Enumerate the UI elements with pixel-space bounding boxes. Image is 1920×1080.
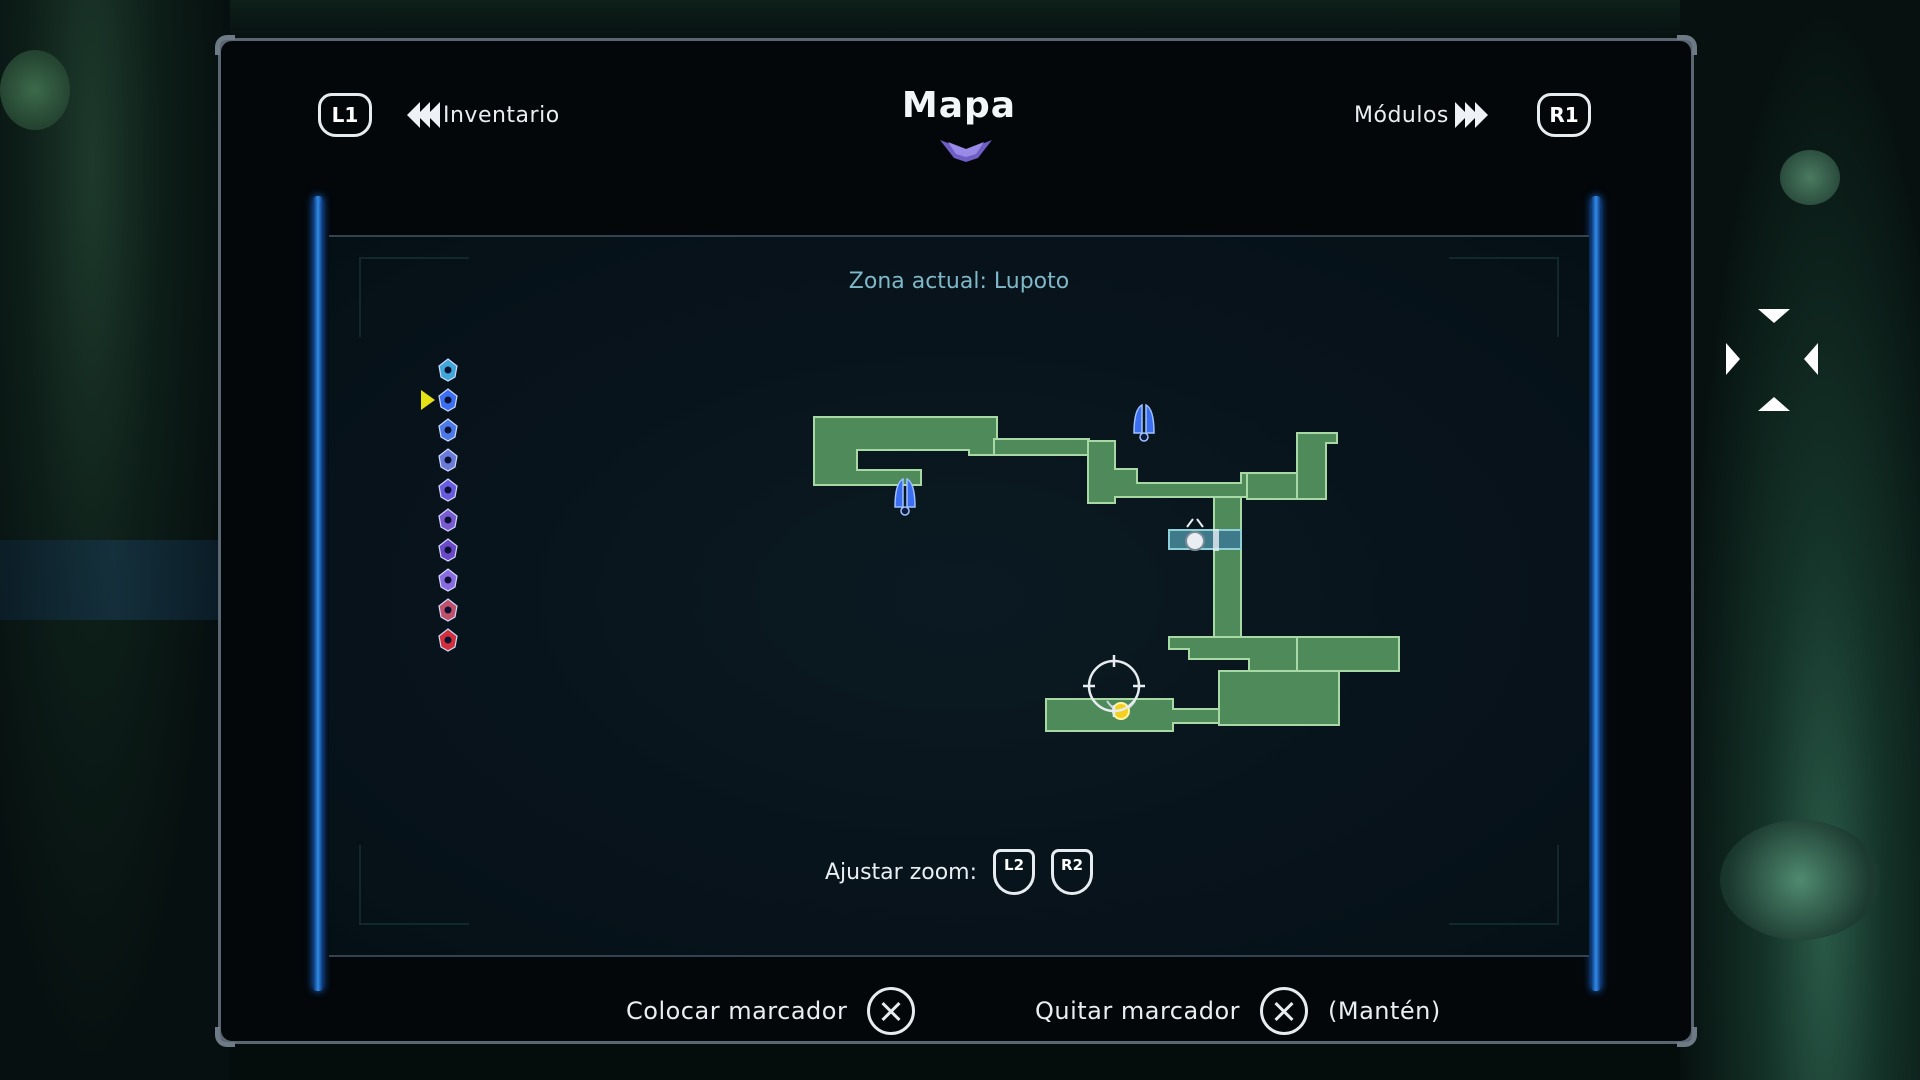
- shop-icon[interactable]: [435, 447, 461, 473]
- place-marker-label: Colocar marcador: [626, 997, 848, 1025]
- teleporter-icon[interactable]: [435, 387, 461, 413]
- mossy-rock: [1720, 820, 1880, 940]
- panel-deco: [1449, 845, 1559, 925]
- hold-label: (Mantén): [1328, 997, 1441, 1025]
- tab-inventario-label: Inventario: [443, 102, 560, 128]
- map-crosshair-icon: [1083, 655, 1145, 717]
- panel-deco: [1449, 257, 1559, 337]
- tab-inventario[interactable]: Inventario: [407, 93, 560, 137]
- panel-deco: [359, 845, 469, 925]
- arrow-right-icon: [1726, 343, 1740, 375]
- panel-right-glow: [1591, 196, 1601, 991]
- chevrons-right-icon: [1454, 102, 1488, 128]
- zoom-label: Ajustar zoom:: [824, 859, 978, 885]
- chevrons-left-icon: [407, 102, 440, 128]
- l2-button-icon[interactable]: L2: [993, 849, 1036, 895]
- player-location-icon: [1185, 518, 1219, 551]
- cross-button-icon[interactable]: [867, 987, 916, 1035]
- map-room-current: [1168, 529, 1242, 550]
- mossy-rock: [1780, 150, 1840, 205]
- map-room: [1296, 432, 1338, 500]
- upgrade-station-icon[interactable]: [435, 417, 461, 443]
- zoom-controls: Ajustar zoom: L2 R2: [329, 849, 1589, 895]
- legend-selector-icon: [421, 390, 435, 410]
- remove-marker-label: Quitar marcador: [1035, 997, 1240, 1025]
- winged-enemy-icon[interactable]: [435, 567, 461, 593]
- skull-boss-icon[interactable]: [435, 597, 461, 623]
- map-room: [1087, 440, 1250, 504]
- map-window: L1 Inventario Mapa Módulos R1 Zona actua…: [215, 35, 1697, 1047]
- enemy-icon[interactable]: [435, 537, 461, 563]
- page-title: Mapa: [901, 85, 1017, 126]
- boss-icon[interactable]: [435, 507, 461, 533]
- teleporter-pin-icon: [1133, 403, 1155, 442]
- panel-deco: [359, 257, 469, 337]
- tab-modulos-label: Módulos: [1354, 102, 1449, 128]
- r1-button-icon[interactable]: R1: [1537, 93, 1591, 137]
- l1-button-icon[interactable]: L1: [318, 93, 372, 137]
- save-station-icon[interactable]: [435, 357, 461, 383]
- arrow-up-icon: [1758, 397, 1790, 411]
- cave-ceiling: [0, 0, 1920, 40]
- title-gem-icon: [940, 140, 992, 162]
- remove-marker-action[interactable]: Quitar marcador (Mantén): [1035, 983, 1441, 1039]
- map-room: [1045, 698, 1220, 732]
- red-boss-icon[interactable]: [435, 627, 461, 653]
- map-panel[interactable]: Zona actual: Lupoto: [329, 235, 1589, 957]
- arrow-left-icon: [1804, 343, 1818, 375]
- arrow-down-icon: [1758, 309, 1790, 323]
- frame-corner: [1677, 1027, 1697, 1047]
- map-room: [1218, 670, 1340, 726]
- r2-button-icon[interactable]: R2: [1051, 849, 1094, 895]
- panel-left-glow: [313, 196, 323, 991]
- mossy-rock: [0, 50, 70, 130]
- tab-modulos[interactable]: Módulos: [1354, 93, 1488, 137]
- map-room: [993, 438, 1090, 456]
- cave-water: [0, 540, 230, 620]
- frame-corner: [215, 35, 235, 55]
- map-canvas[interactable]: [329, 237, 1589, 959]
- place-marker-action[interactable]: Colocar marcador: [626, 983, 916, 1039]
- teleporter-pin-icon: [894, 477, 916, 516]
- frame-corner: [1677, 35, 1697, 55]
- npc-icon[interactable]: [435, 477, 461, 503]
- map-room: [1213, 496, 1242, 638]
- current-zone-label: Zona actual: Lupoto: [848, 269, 1070, 294]
- cross-button-icon[interactable]: [1260, 987, 1308, 1035]
- map-room: [1246, 472, 1298, 500]
- frame-corner: [215, 1027, 235, 1047]
- dpad-hint-icon: [1724, 305, 1820, 415]
- map-room: [1296, 636, 1400, 672]
